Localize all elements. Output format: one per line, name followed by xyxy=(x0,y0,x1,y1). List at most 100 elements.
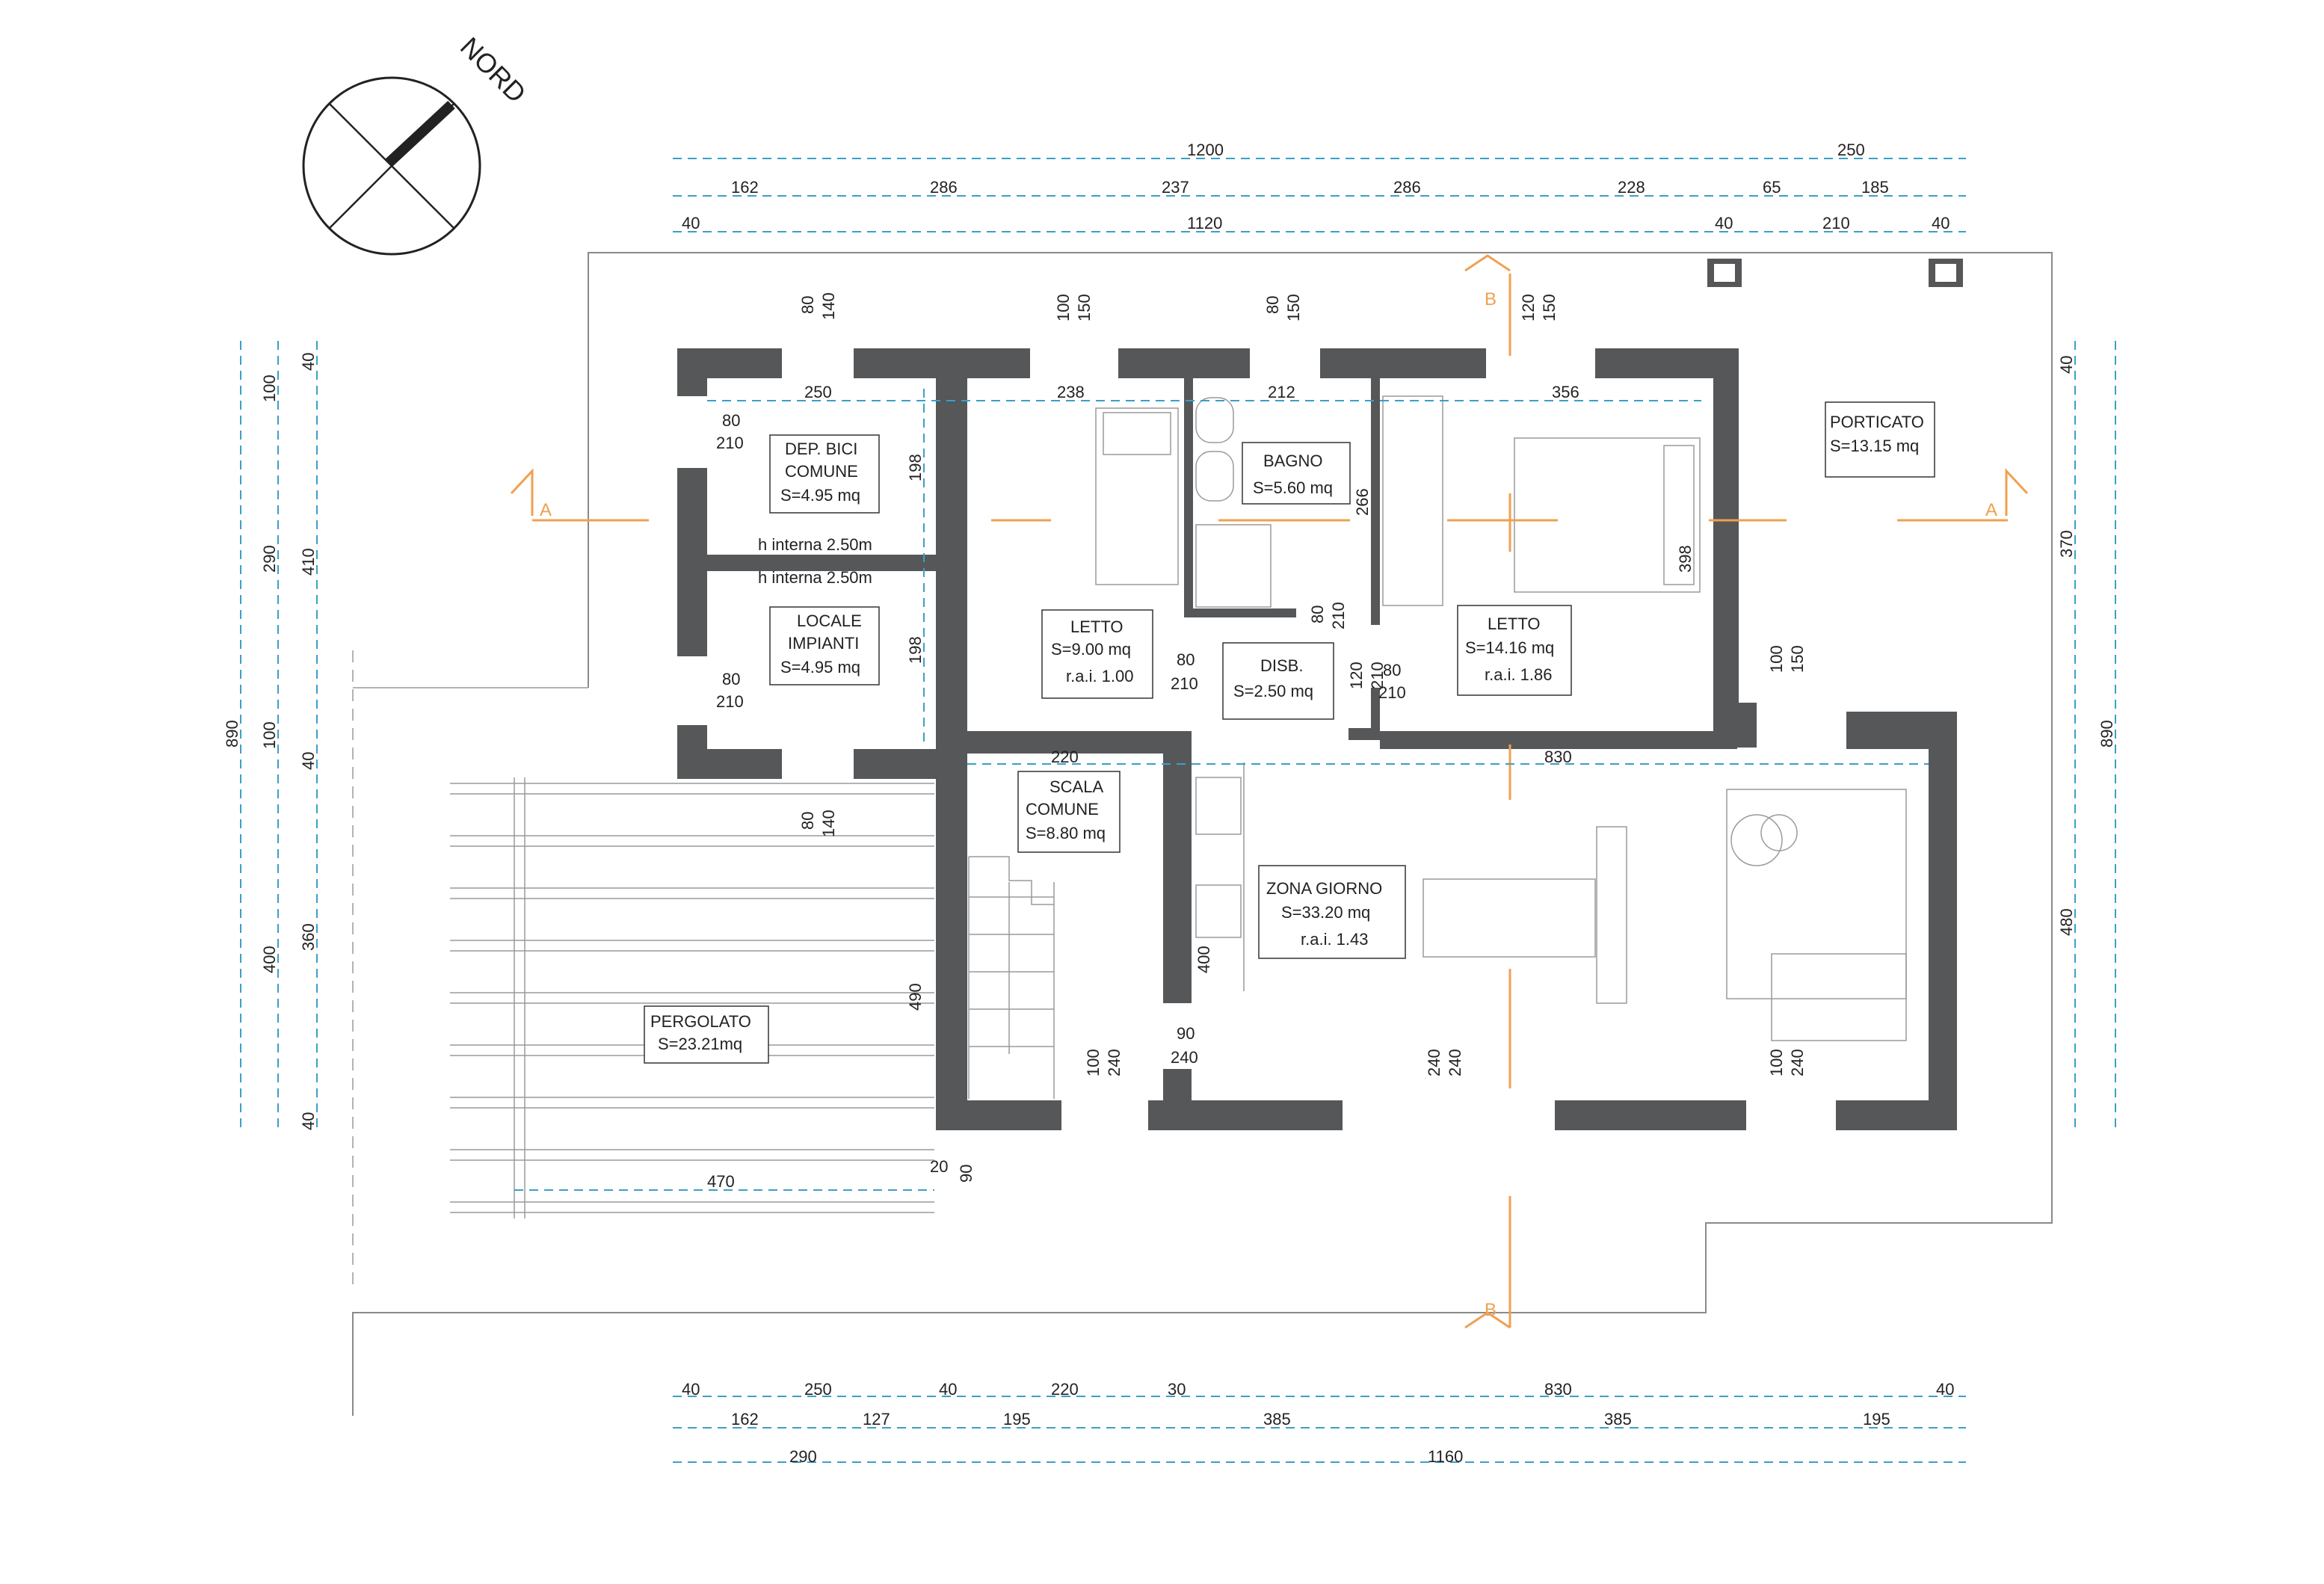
dim-top-40a: 40 xyxy=(682,214,700,232)
dim-top-1120: 1120 xyxy=(1187,214,1222,232)
dim-int-212: 212 xyxy=(1268,383,1295,401)
note-height-2: h interna 2.50m xyxy=(758,568,872,587)
dim-top-286a: 286 xyxy=(930,178,958,197)
open-o2a: 100 xyxy=(1054,294,1073,321)
section-b-bottom: B xyxy=(1485,1300,1497,1320)
dim-int-238: 238 xyxy=(1057,383,1085,401)
dim-int-830: 830 xyxy=(1544,748,1572,766)
dim-int-356: 356 xyxy=(1552,383,1579,401)
open-o10b: 210 xyxy=(1368,662,1387,689)
dim-bot-30: 30 xyxy=(1168,1380,1186,1399)
open-o14a: 90 xyxy=(1177,1024,1195,1043)
dim-left-40b: 40 xyxy=(299,752,318,770)
room-impianti-name: LOCALE xyxy=(797,611,862,630)
open-o4b: 150 xyxy=(1540,294,1559,321)
dim-top-228: 228 xyxy=(1618,178,1645,197)
room-bici-name2: COMUNE xyxy=(785,462,858,481)
dimension-lines xyxy=(240,158,2116,1463)
pergolato xyxy=(450,777,934,1218)
room-porticato-name: PORTICATO xyxy=(1830,413,1924,431)
dim-bot-220: 220 xyxy=(1051,1380,1079,1399)
open-o5a: 80 xyxy=(722,411,740,430)
room-bagno-name: BAGNO xyxy=(1263,452,1322,470)
room-impianti-area: S=4.95 mq xyxy=(780,658,860,677)
open-o10a: 120 xyxy=(1347,662,1366,689)
room-letto1-name: LETTO xyxy=(1070,617,1124,636)
north-compass: NORD xyxy=(302,31,532,256)
dim-left-890: 890 xyxy=(223,720,241,748)
open-o1a: 80 xyxy=(798,296,817,314)
section-a-left: A xyxy=(540,500,552,520)
dim-int-266: 266 xyxy=(1353,488,1372,516)
dim-left-40c: 40 xyxy=(299,1112,318,1130)
open-o6a: 80 xyxy=(722,670,740,688)
dim-bot-385a: 385 xyxy=(1263,1410,1291,1429)
open-o7b: 140 xyxy=(819,810,838,837)
dim-bot-385b: 385 xyxy=(1604,1410,1632,1429)
room-letto1-area: S=9.00 mq xyxy=(1051,640,1131,659)
dim-top-1200: 1200 xyxy=(1187,141,1224,159)
open-o11b: 210 xyxy=(1378,683,1406,702)
dim-int-398: 398 xyxy=(1676,545,1695,573)
dim-top-185: 185 xyxy=(1861,178,1889,197)
room-letto2-rai: r.a.i. 1.86 xyxy=(1485,665,1553,684)
open-o4a: 120 xyxy=(1519,294,1538,321)
dim-bot-162: 162 xyxy=(731,1410,759,1429)
dim-top-162: 162 xyxy=(731,178,759,197)
section-lines: A A B B xyxy=(510,254,2029,1329)
room-scala-name: SCALA xyxy=(1050,777,1103,796)
dim-right-370: 370 xyxy=(2057,530,2076,558)
dim-bot-40c: 40 xyxy=(1936,1380,1954,1399)
room-giorno-name: ZONA GIORNO xyxy=(1266,879,1382,898)
open-o1b: 140 xyxy=(819,292,838,320)
open-o8b: 210 xyxy=(1171,674,1198,693)
dim-right-480: 480 xyxy=(2057,908,2076,936)
room-bici-area: S=4.95 mq xyxy=(780,486,860,505)
dim-bot-250: 250 xyxy=(804,1380,832,1399)
open-o15a: 240 xyxy=(1425,1049,1443,1076)
dim-top-40b: 40 xyxy=(1715,214,1733,232)
dim-top-40c: 40 xyxy=(1932,214,1949,232)
dim-left-290: 290 xyxy=(260,545,279,573)
dim-top-237: 237 xyxy=(1162,178,1189,197)
dim-bot-195b: 195 xyxy=(1863,1410,1890,1429)
room-bici-name: DEP. BICI xyxy=(785,440,857,458)
dim-left-360: 360 xyxy=(299,923,318,951)
room-porticato-area: S=13.15 mq xyxy=(1830,437,1919,455)
open-o9b: 210 xyxy=(1329,602,1348,629)
dim-bot-830: 830 xyxy=(1544,1380,1572,1399)
dim-top-250: 250 xyxy=(1837,141,1865,159)
room-pergolato-area: S=23.21mq xyxy=(658,1035,742,1053)
room-scala-area: S=8.80 mq xyxy=(1026,824,1106,842)
room-bagno-area: S=5.60 mq xyxy=(1253,478,1333,497)
room-pergolato-name: PERGOLATO xyxy=(650,1012,751,1031)
dim-left-410: 410 xyxy=(299,548,318,576)
open-o9a: 80 xyxy=(1308,605,1327,623)
note-height-1: h interna 2.50m xyxy=(758,535,872,554)
open-o5b: 210 xyxy=(716,434,744,452)
dim-left-40a: 40 xyxy=(299,353,318,371)
room-letto2-area: S=14.16 mq xyxy=(1465,638,1554,657)
dim-int-470: 470 xyxy=(707,1172,735,1191)
dim-right-40: 40 xyxy=(2057,356,2076,374)
dim-left-100b: 100 xyxy=(260,721,279,749)
room-letto1-rai: r.a.i. 1.00 xyxy=(1066,667,1134,685)
room-disb-area: S=2.50 mq xyxy=(1233,682,1313,700)
open-o3a: 80 xyxy=(1263,296,1282,314)
dim-left-400: 400 xyxy=(260,946,279,973)
room-giorno-area: S=33.20 mq xyxy=(1281,903,1370,922)
open-o13b: 240 xyxy=(1788,1049,1807,1076)
room-disb-name: DISB. xyxy=(1260,656,1303,675)
dim-int-198a: 198 xyxy=(906,454,925,481)
open-o8a: 80 xyxy=(1177,650,1195,669)
open-o13a: 100 xyxy=(1767,1049,1786,1076)
open-o16b: 150 xyxy=(1788,645,1807,673)
dim-int-220: 220 xyxy=(1051,748,1079,766)
open-o17a: 20 xyxy=(930,1157,948,1176)
dim-int-250: 250 xyxy=(804,383,832,401)
dim-right-890: 890 xyxy=(2098,720,2116,748)
open-o6b: 210 xyxy=(716,692,744,711)
dim-bot-127: 127 xyxy=(863,1410,890,1429)
open-o12a: 100 xyxy=(1084,1049,1103,1076)
